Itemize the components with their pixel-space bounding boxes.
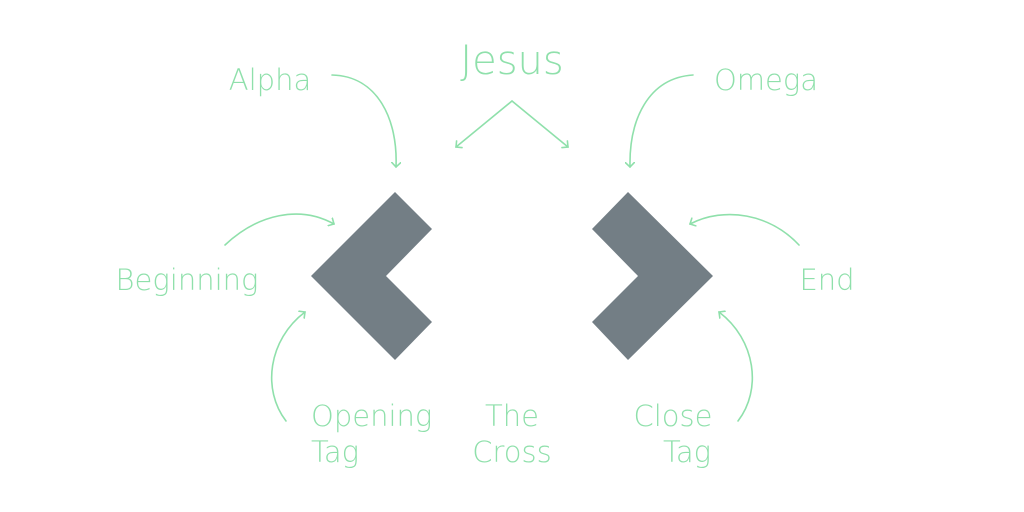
label-beginning: Beginning	[116, 263, 259, 297]
label-close-tag-line2: Tag	[663, 435, 711, 469]
title-jesus: Jesus	[460, 38, 563, 84]
arrow-end	[690, 213, 800, 246]
label-the-cross-line2: Cross	[472, 435, 552, 469]
arrow-alpha	[331, 74, 396, 167]
label-the-cross-line1: The	[485, 399, 539, 433]
opening-chevron-icon	[311, 192, 432, 360]
label-close-tag-line1: Close	[634, 399, 713, 433]
arrow-jesus-left	[456, 100, 513, 147]
arrow-opening-tag	[270, 312, 305, 422]
label-opening-tag-line1: Opening	[311, 399, 432, 433]
arrow-omega	[630, 74, 694, 167]
arrow-jesus-right	[511, 100, 568, 147]
arrow-beginning	[224, 213, 334, 246]
label-opening-tag-line2: Tag	[311, 435, 359, 469]
closing-chevron-icon	[592, 192, 713, 360]
arrow-close-tag	[719, 312, 754, 422]
label-omega: Omega	[714, 63, 818, 97]
label-alpha: Alpha	[229, 63, 311, 97]
label-end: End	[799, 263, 854, 297]
